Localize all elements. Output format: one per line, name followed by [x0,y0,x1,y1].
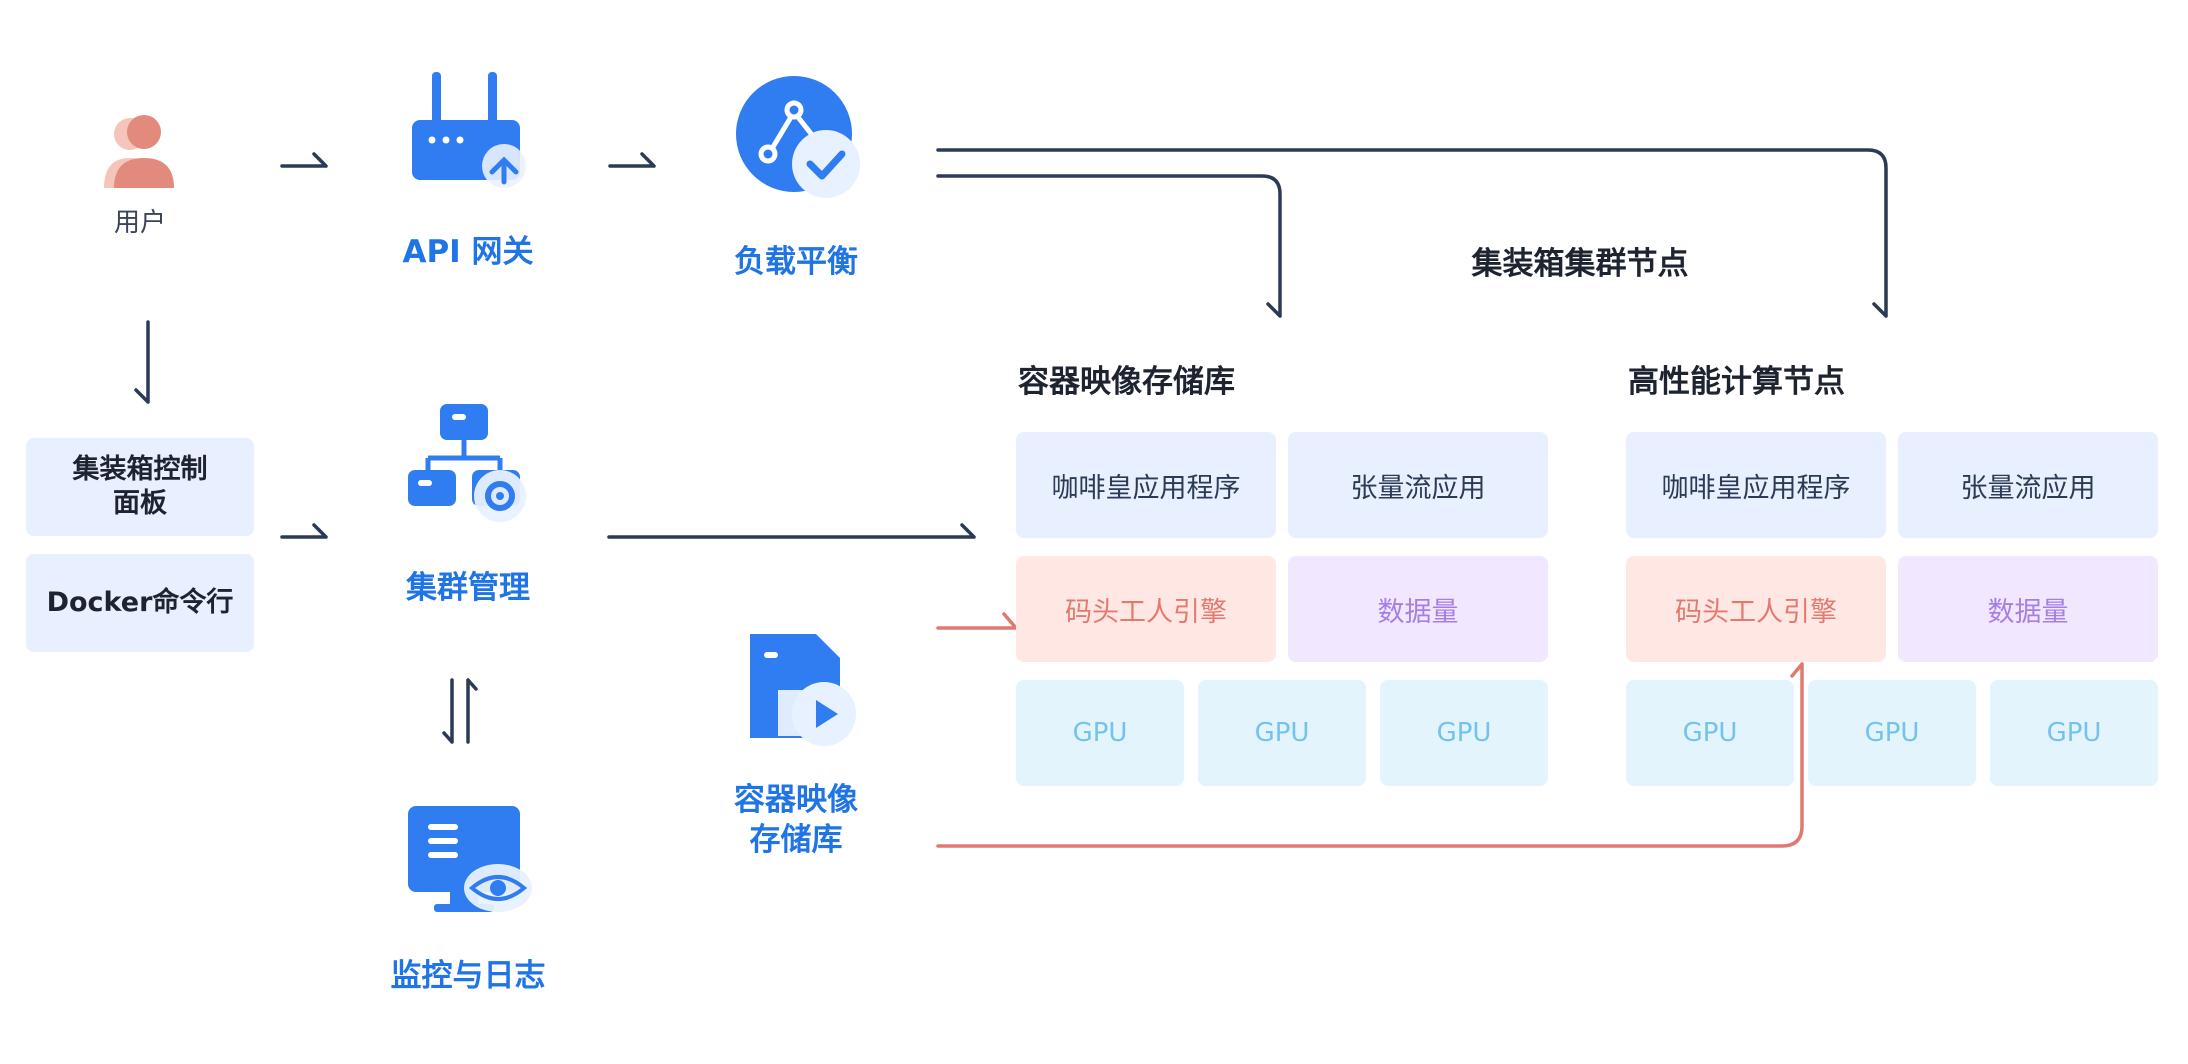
arrow-cluster-monitoring-down [442,678,454,744]
arrow-cluster-monitoring-up [466,678,478,744]
tensorflow-app-tile[interactable]: 张量流应用 [1288,432,1548,538]
connector-lb-to-registry-node [936,174,1282,318]
arrow-user-down [134,320,150,404]
api-gateway-label: API 网关 [402,234,534,270]
node-group-title: 容器映像存储库 [1018,364,1235,400]
cluster-nodes-title: 集装箱集群节点 [1471,246,1689,282]
tensorflow-app-tile[interactable]: 张量流应用 [1898,432,2158,538]
gpu-tile[interactable]: GPU [1990,680,2158,786]
gpu-tile[interactable]: GPU [1016,680,1184,786]
docker-cli-label: Docker命令行 [46,587,234,618]
data-volume-tile[interactable]: 数据量 [1898,556,2158,662]
caffe-app-tile[interactable]: 咖啡皇应用程序 [1626,432,1886,538]
gpu-tile[interactable]: GPU [1198,680,1366,786]
load-balancer-label: 负载平衡 [734,244,858,280]
user-label: 用户 [113,208,166,238]
registry-label: 容器映像 存储库 [696,780,896,860]
gpu-tile[interactable]: GPU [1808,680,1976,786]
file-play-icon[interactable] [744,628,868,752]
arrow-user-to-gateway [280,152,328,168]
docker-engine-tile[interactable]: 码头工人引擎 [1626,556,1886,662]
monitor-eye-icon[interactable] [406,806,536,926]
user-icon [100,106,184,190]
hierarchy-gear-icon[interactable] [406,404,536,534]
docker-engine-tile[interactable]: 码头工人引擎 [1016,556,1276,662]
data-volume-tile[interactable]: 数据量 [1288,556,1548,662]
router-icon[interactable] [408,70,536,190]
registry-label-line1: 容器映像 [734,782,858,818]
connector-registry-to-engine [936,612,1018,630]
arrow-panel-to-cluster [280,523,328,539]
registry-label-line2: 存储库 [749,822,843,858]
gpu-tile[interactable]: GPU [1380,680,1548,786]
control-panel-label-line1: 集装箱控制 [72,454,208,485]
monitoring-label: 监控与日志 [390,958,546,994]
node-group-title: 高性能计算节点 [1628,364,1845,400]
arrow-gateway-to-lb [608,152,656,168]
arrow-cluster-to-nodes [607,523,976,539]
cluster-mgmt-label: 集群管理 [406,570,530,606]
control-panel-label-line2: 面板 [113,488,167,519]
docker-cli-button[interactable]: Docker命令行 [26,554,254,652]
gpu-tile[interactable]: GPU [1626,680,1794,786]
connector-registry-to-hpc-engine [936,662,1804,848]
caffe-app-tile[interactable]: 咖啡皇应用程序 [1016,432,1276,538]
share-check-icon[interactable] [736,76,866,206]
connector-lb-to-hpc-node [936,148,1888,318]
control-panel-button[interactable]: 集装箱控制 面板 [26,438,254,536]
